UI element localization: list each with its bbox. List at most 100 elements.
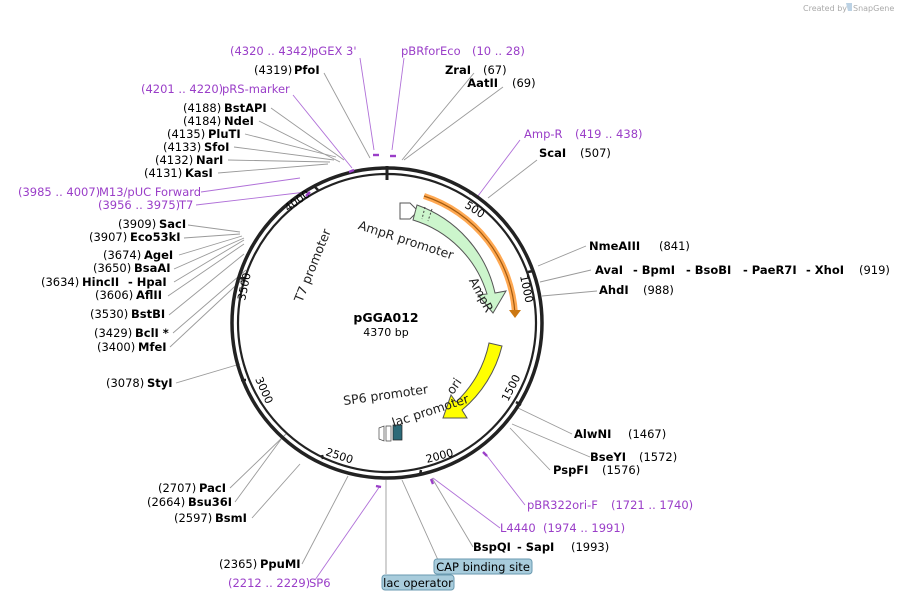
leader-pfoi	[323, 72, 371, 159]
enzyme-ndei-name: NdeI	[224, 114, 254, 128]
leader-t7	[195, 191, 307, 206]
label-t7-promoter: T7 promoter	[290, 226, 334, 305]
leader-cap	[401, 479, 439, 561]
enzyme-bsmi-name: BsmI	[215, 511, 247, 525]
tick-label-3000: 3000	[252, 375, 275, 406]
primer-pbr322-range: (1721 .. 1740)	[611, 498, 693, 512]
enzyme-nari-pos: (4132)	[155, 153, 193, 167]
enzyme-ahdi-name: AhdI	[599, 283, 629, 297]
enzyme-alwni-pos: (1467)	[628, 427, 666, 441]
enzyme-styi-pos: (3078)	[106, 376, 144, 390]
enzyme-sapi-name: - SapI	[517, 540, 554, 554]
enzyme-styi-name: StyI	[147, 376, 173, 390]
primer-pgex3-range: (4320 .. 4342)	[230, 44, 312, 58]
ampr-primer-arrowhead	[509, 310, 521, 318]
credit-brand: SnapGene	[853, 4, 894, 13]
label-cap-binding-site: CAP binding site	[436, 560, 530, 574]
credit-prefix: Created by	[803, 4, 847, 13]
leader-ampr-primer	[477, 139, 521, 197]
enzyme-pspfi-name: PspFI	[553, 463, 588, 477]
primer-pbrforeco-name: pBRforEco	[401, 44, 461, 58]
primer-sp6-name: SP6	[309, 576, 331, 590]
primer-sp6-range: (2212 .. 2229)	[228, 576, 310, 590]
enzyme-sfoi-name: SfoI	[204, 140, 229, 154]
enzyme-pfoi-name: PfoI	[294, 63, 320, 77]
primer-marks	[305, 153, 488, 489]
enzyme-bsu36i-name: Bsu36I	[188, 495, 232, 509]
enzyme-aflii-pos: (3606)	[95, 288, 133, 302]
enzyme-scai-pos: (507)	[580, 146, 611, 160]
tick-label-1000: 1000	[517, 274, 536, 304]
enzyme-bsu36i-pos: (2664)	[147, 495, 185, 509]
primer-l4440-range: (1974 .. 1991)	[543, 521, 625, 535]
cap-binding-site-box	[433, 558, 533, 575]
enzyme-mfei-pos: (3400)	[97, 340, 135, 354]
enzyme-hincii-name: HincII	[82, 275, 119, 289]
leader-prs	[292, 94, 353, 169]
leader-ppumi	[301, 475, 349, 565]
leader-bsmi	[251, 463, 301, 519]
primer-pgex3-name: pGEX 3'	[311, 44, 357, 58]
leader-lines	[167, 57, 598, 581]
sp6-promoter-arrow	[378, 425, 385, 442]
enzyme-eco53ki-pos: (3907)	[89, 230, 127, 244]
enzyme-alwni-name: AlwNI	[574, 427, 611, 441]
scale-ticks	[239, 185, 534, 476]
enzyme-bcli-pos: (3429)	[94, 326, 132, 340]
leader-scai	[487, 159, 538, 199]
plasmid-name: pGGA012	[353, 310, 418, 325]
enzyme-sfoi-pos: (4133)	[163, 140, 201, 154]
primer-l4440-name: L4440	[500, 521, 536, 535]
enzyme-bspqi-pos: (1993)	[571, 540, 609, 554]
enzyme-sacl-pos: (3909)	[118, 217, 156, 231]
enzyme-sacl-name: SacI	[159, 217, 186, 231]
primer-ampr-range: (419 .. 438)	[575, 127, 643, 141]
leader-bsu36i	[234, 437, 283, 503]
enzyme-aatii-name: AatII	[467, 76, 498, 90]
enzyme-bstapi-pos: (4188)	[183, 101, 221, 115]
leader-pbrforeco	[391, 57, 405, 151]
enzyme-paci-name: PacI	[199, 481, 226, 495]
enzyme-bspqi-name: BspQI	[473, 540, 511, 554]
enzyme-kasi-name: KasI	[185, 166, 213, 180]
enzyme-ppumi-pos: (2365)	[219, 557, 257, 571]
tick-label-3500: 3500	[235, 272, 254, 302]
leader-sp6	[314, 485, 381, 581]
enzyme-agei-name: AgeI	[144, 248, 173, 262]
enzyme-zrai-name: ZraI	[445, 63, 471, 77]
label-sp6-promoter: SP6 promoter	[342, 381, 430, 408]
enzyme-bsaai-pos: (3650)	[93, 261, 131, 275]
enzyme-scai-name: ScaI	[539, 146, 566, 160]
primer-m13-name: M13/pUC Forward	[99, 185, 201, 199]
primer-t7-name: T7	[178, 198, 193, 212]
enzyme-bstbi-pos: (3530)	[90, 307, 128, 321]
primer-prs-range: (4201 .. 4220)	[141, 82, 223, 96]
ori-feature-arrow	[442, 342, 503, 419]
enzyme-ahdi-pos: (988)	[643, 283, 674, 297]
enzyme-hincii-pos: (3634)	[41, 275, 79, 289]
snapgene-logo-icon	[846, 3, 852, 11]
enzyme-multi919-pos: (919)	[859, 263, 890, 277]
enzyme-bseyi-pos: (1572)	[639, 450, 677, 464]
primer-m13-range: (3985 .. 4007)	[18, 185, 100, 199]
enzyme-ndei-pos: (4184)	[183, 114, 221, 128]
enzyme-pspfi-pos: (1576)	[602, 463, 640, 477]
enzyme-bstbi-name: BstBI	[131, 307, 165, 321]
enzyme-paer7i-name: - PaeR7I	[743, 263, 797, 277]
leader-aatii	[403, 86, 504, 161]
enzyme-aflii-name: AflII	[136, 288, 162, 302]
enzyme-pluti-pos: (4135)	[167, 127, 205, 141]
enzyme-bpmi-name: - BpmI	[633, 263, 675, 277]
enzyme-aatii-pos: (69)	[512, 76, 536, 90]
enzyme-bseyi-name: BseYI	[590, 450, 626, 464]
enzyme-xhoi-name: - XhoI	[806, 263, 844, 277]
enzyme-ppumi-name: PpuMI	[260, 557, 301, 571]
enzyme-avai-name: AvaI	[595, 263, 623, 277]
enzyme-mfei-name: MfeI	[138, 340, 167, 354]
ampr-primer-arc-edge	[423, 195, 516, 315]
enzyme-agei-pos: (3674)	[103, 248, 141, 262]
enzyme-bstapi-name: BstAPI	[224, 101, 267, 115]
enzyme-paci-pos: (2707)	[158, 481, 196, 495]
enzyme-hpai-name: - HpaI	[128, 275, 167, 289]
